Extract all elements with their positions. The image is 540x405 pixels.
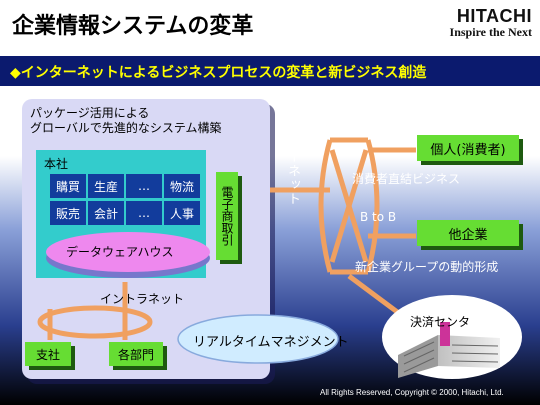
grid-cell-logistics: 物流 xyxy=(164,174,200,198)
grid-cell-ellipsis: … xyxy=(126,174,162,198)
consumer-business-label: 消費者直結ビジネス xyxy=(352,172,461,186)
intranet-label: イントラネット xyxy=(100,292,185,306)
realtime-mgmt-label: リアルタイムマネジメント xyxy=(193,335,349,350)
copyright-footer: All Rights Reserved, Copyright © 2000, H… xyxy=(320,388,504,397)
ec-box-label: 電子商取引 xyxy=(220,186,234,246)
other-company-box-label: 他企業 xyxy=(448,227,488,243)
btoc-label: B to C xyxy=(360,125,397,139)
departments-label: 各部門 xyxy=(117,347,154,362)
panel-caption-line2: グローバルで先進的なシステム構築 xyxy=(30,121,222,135)
page-title: 企業情報システムの変革 xyxy=(12,14,254,39)
subtitle: ◆インターネットによるビジネスプロセスの変革と新ビジネス創造 xyxy=(10,65,427,81)
realtime-oval xyxy=(177,314,339,364)
building-icon xyxy=(398,322,500,378)
grid-cell-production: 生産 xyxy=(88,174,124,198)
internet-network xyxy=(270,137,416,317)
grid-cell-hr: 人事 xyxy=(164,201,200,225)
intranet-ring xyxy=(37,282,153,340)
ec-box: 電子商取引 xyxy=(216,172,238,260)
departments-box: 各部門 xyxy=(109,342,163,366)
function-grid: 購買 生産 … 物流 販売 会計 … 人事 xyxy=(50,174,200,225)
settlement-center-label: 決済センタ xyxy=(410,315,471,329)
btob-label: B to B xyxy=(360,210,397,224)
logo-brand: HITACHI xyxy=(456,6,532,26)
subtitle-bar xyxy=(0,56,540,86)
consumer-box: 個人(消費者) xyxy=(417,135,519,161)
logo-tagline: Inspire the Next xyxy=(449,25,532,39)
other-company-box: 他企業 xyxy=(417,220,519,246)
branch-box: 支社 xyxy=(25,342,71,366)
data-warehouse-label: データウェアハウス xyxy=(66,245,174,259)
grid-cell-ellipsis: … xyxy=(126,201,162,225)
grid-cell-sales: 販売 xyxy=(50,201,86,225)
grid-cell-purchasing: 購買 xyxy=(50,174,86,198)
hitachi-logo: HITACHI Inspire the Next xyxy=(424,6,532,40)
grid-cell-accounting: 会計 xyxy=(88,201,124,225)
consumer-box-label: 個人(消費者) xyxy=(430,142,506,158)
panel-caption-line1: パッケージ活用による xyxy=(30,106,150,120)
internet-label: インターネット xyxy=(285,108,300,206)
data-warehouse-disc xyxy=(46,232,210,272)
dynamic-group-label: 新企業グループの動的形成 xyxy=(355,260,499,274)
branch-label: 支社 xyxy=(35,347,60,362)
hq-label: 本社 xyxy=(44,157,69,171)
